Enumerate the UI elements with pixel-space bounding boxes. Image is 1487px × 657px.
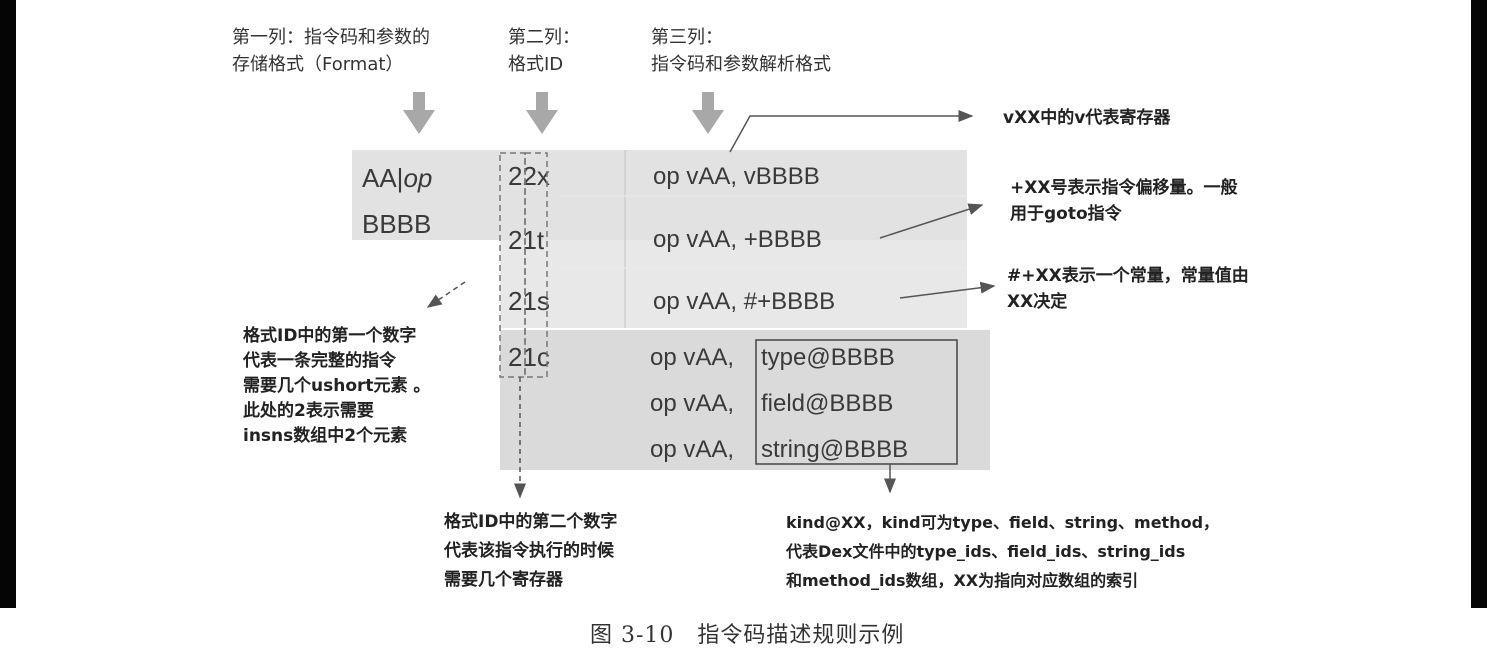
header-col2-line1: 第二列： [508,27,580,48]
format-line1: AA|op [362,163,432,194]
syntax-22x: op vAA, vBBBB [653,163,820,190]
note-second-digit-1: 格式ID中的第二个数字 [444,512,618,532]
format-line2: BBBB [362,209,432,239]
header-col3-line2: 指令码和参数解析格式 [651,54,831,75]
kind-ref-field: field@BBBB [761,390,894,417]
down-arrow-icon [403,92,435,134]
left-scan-border [0,0,16,608]
format-aa: AA| [362,163,404,193]
header-col3-line1: 第三列： [651,27,723,48]
format-id-22x: 22x [508,161,550,191]
const-arrow [899,281,996,299]
note-first-digit-1: 格式ID中的第一个数字 [243,326,417,346]
table-shade-top [352,150,967,240]
right-scan-border [1471,0,1487,608]
note-offset-line2: 用于goto指令 [1010,204,1122,224]
note-second-digit-3: 需要几个寄存器 [444,570,563,590]
kind-prefix-type: op vAA, [650,344,735,371]
dashed-box-first-digit [499,152,526,378]
syntax-21t: op vAA, +BBBB [653,226,822,253]
table-shade-bottom [500,330,990,470]
note-offset-line1: +XX号表示指令偏移量。一般 [1010,178,1238,198]
register-arrow [729,110,974,153]
offset-arrow [879,203,984,239]
format-id-21s: 21s [508,286,550,316]
note-kind-2: 代表Dex文件中的type_ids、field_ids、string_ids [786,542,1186,561]
down-arrow-icon [692,92,724,134]
syntax-21s: op vAA, #+BBBB [653,288,836,315]
figure-caption: 图 3-10 指令码描述规则示例 [590,623,905,648]
kind-ref-string: string@BBBB [761,436,909,463]
table-shade-mid [500,240,967,328]
note-second-digit-2: 代表该指令执行的时候 [444,541,614,561]
kind-ref-box [755,339,958,465]
note-const-line2: XX决定 [1007,292,1068,312]
kind-ref-type: type@BBBB [761,344,895,371]
format-op: op [403,163,433,193]
note-kind-3: 和method_ids数组，XX为指向对应数组的索引 [786,571,1139,590]
note-first-digit-5: insns数组中2个元素 [243,426,408,446]
down-arrow-icon [526,92,558,134]
note-first-digit-2: 代表一条完整的指令 [243,351,396,371]
header-col1-line1: 第一列：指令码和参数的 [232,27,430,48]
dashed-box-second-digit [524,152,548,378]
first-digit-arrow [426,281,466,308]
note-const-line1: #+XX表示一个常量，常量值由 [1007,266,1249,286]
header-col1-line2: 存储格式（Format） [232,54,404,75]
note-register: vXX中的v代表寄存器 [1003,108,1171,128]
format-id-21c: 21c [508,342,550,372]
format-id-21t: 21t [508,225,545,255]
note-kind-1: kind@XX，kind可为type、field、string、method， [786,513,1220,532]
note-first-digit-3: 需要几个ushort元素 。 [243,376,431,396]
header-col2-line2: 格式ID [508,54,564,75]
kind-prefix-field: op vAA, [650,390,735,417]
note-first-digit-4: 此处的2表示需要 [243,401,374,421]
kind-prefix-string: op vAA, [650,436,735,463]
